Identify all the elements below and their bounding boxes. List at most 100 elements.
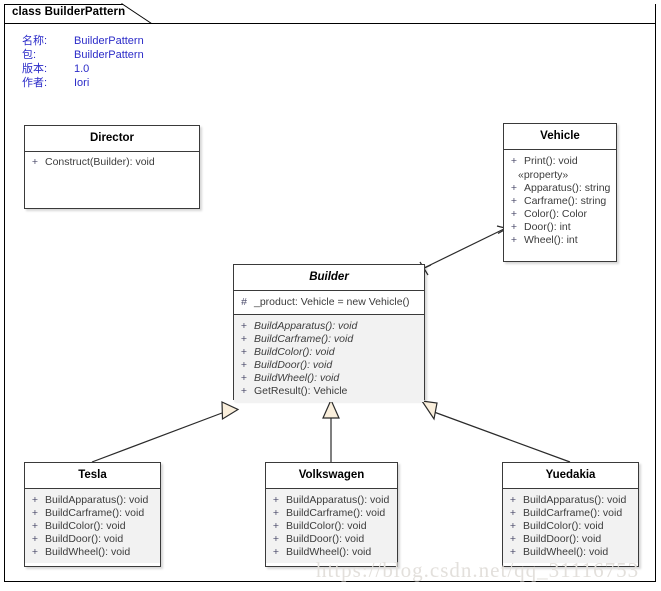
class-separator: [503, 488, 638, 489]
visibility-marker: +: [240, 372, 248, 384]
member-signature: BuildCarframe(): void: [286, 507, 386, 519]
member-signature: BuildApparatus(): void: [45, 494, 149, 506]
class-separator: [266, 488, 397, 489]
class-member: + BuildApparatus(): void: [503, 494, 638, 507]
metadata-key-author: 作者:: [22, 77, 48, 89]
metadata-value-name: BuilderPattern: [74, 35, 144, 47]
visibility-marker: +: [272, 546, 280, 558]
class-separator: [234, 290, 424, 291]
class-box-yuedakia[interactable]: Yuedakia + BuildApparatus(): void + Buil…: [502, 462, 639, 567]
visibility-marker: +: [272, 533, 280, 545]
visibility-marker: +: [240, 359, 248, 371]
member-signature: BuildDoor(): void: [286, 533, 365, 545]
member-signature: Construct(Builder): void: [45, 156, 155, 168]
class-separator: [25, 488, 160, 489]
member-signature: BuildApparatus(): void: [523, 494, 627, 506]
class-member: + Construct(Builder): void: [25, 156, 199, 169]
class-name-vehicle: Vehicle: [504, 124, 616, 149]
metadata-row-name: 名称: BuilderPattern: [22, 34, 144, 48]
class-member: + BuildWheel(): void: [25, 546, 160, 559]
visibility-marker: +: [31, 546, 39, 558]
class-member: + BuildWheel(): void: [234, 372, 424, 385]
visibility-marker: +: [510, 221, 518, 233]
member-signature: BuildApparatus(): void: [254, 320, 358, 332]
diagram-frame-tab: [4, 4, 152, 24]
class-member: # _product: Vehicle = new Vehicle(): [234, 296, 424, 309]
visibility-marker: +: [509, 494, 517, 506]
class-member: + BuildColor(): void: [503, 520, 638, 533]
class-member: + BuildApparatus(): void: [266, 494, 397, 507]
member-signature: BuildWheel(): void: [45, 546, 131, 558]
metadata-row-version: 版本: 1.0: [22, 62, 144, 76]
class-member: + Color(): Color: [504, 208, 616, 221]
visibility-marker: +: [510, 155, 518, 167]
class-name-director: Director: [25, 126, 199, 151]
class-member: + GetResult(): Vehicle: [234, 385, 424, 398]
class-name-yuedakia: Yuedakia: [503, 463, 638, 488]
member-signature: BuildWheel(): void: [523, 546, 609, 558]
class-member: + Carframe(): string: [504, 195, 616, 208]
class-name-volkswagen: Volkswagen: [266, 463, 397, 488]
diagram-frame: [4, 4, 656, 582]
class-separator: [25, 151, 199, 152]
class-member: + BuildDoor(): void: [25, 533, 160, 546]
metadata-row-author: 作者: Iori: [22, 76, 144, 90]
member-signature: BuildColor(): void: [286, 520, 367, 532]
member-signature: BuildWheel(): void: [254, 372, 340, 384]
class-separator: [504, 149, 616, 150]
metadata-row-package: 包: BuilderPattern: [22, 48, 144, 62]
class-box-director[interactable]: Director + Construct(Builder): void: [24, 125, 200, 209]
class-member: + Apparatus(): string: [504, 182, 616, 195]
diagram-title: class BuilderPattern: [12, 6, 126, 18]
member-signature: _product: Vehicle = new Vehicle(): [254, 296, 410, 308]
member-signature: Apparatus(): string: [524, 182, 611, 194]
class-separator: [234, 314, 424, 315]
metadata-value-version: 1.0: [74, 63, 90, 75]
visibility-marker: +: [240, 320, 248, 332]
visibility-marker: +: [272, 494, 280, 506]
visibility-marker: +: [31, 520, 39, 532]
visibility-marker: +: [31, 507, 39, 519]
member-signature: BuildDoor(): void: [254, 359, 333, 371]
class-box-builder[interactable]: Builder # _product: Vehicle = new Vehicl…: [233, 264, 425, 402]
operations-compartment-volkswagen: + BuildApparatus(): void + BuildCarframe…: [266, 489, 397, 563]
member-signature: Door(): int: [524, 221, 571, 233]
class-member: + BuildApparatus(): void: [25, 494, 160, 507]
visibility-marker: +: [509, 546, 517, 558]
class-member: + BuildWheel(): void: [266, 546, 397, 559]
watermark-text: https://blog.csdn.net/qq_31116753: [316, 558, 640, 582]
visibility-marker: +: [510, 195, 518, 207]
operations-compartment-builder: + BuildApparatus(): void + BuildCarframe…: [234, 315, 424, 402]
metadata-value-package: BuilderPattern: [74, 49, 144, 61]
operations-compartment-tesla: + BuildApparatus(): void + BuildCarframe…: [25, 489, 160, 563]
visibility-marker: +: [510, 234, 518, 246]
visibility-marker: +: [509, 533, 517, 545]
stereotype-property: «property»: [518, 169, 569, 181]
member-signature: BuildApparatus(): void: [286, 494, 390, 506]
operations-compartment-vehicle: + Print(): void «property» + Apparatus()…: [504, 150, 616, 251]
class-box-volkswagen[interactable]: Volkswagen + BuildApparatus(): void + Bu…: [265, 462, 398, 567]
class-box-tesla[interactable]: Tesla + BuildApparatus(): void + BuildCa…: [24, 462, 161, 567]
visibility-marker: +: [31, 533, 39, 545]
visibility-marker: +: [240, 346, 248, 358]
class-member: + BuildDoor(): void: [234, 359, 424, 372]
class-member: + BuildColor(): void: [25, 520, 160, 533]
visibility-marker: +: [509, 507, 517, 519]
class-member: + BuildApparatus(): void: [234, 320, 424, 333]
visibility-marker: +: [510, 182, 518, 194]
class-member: + BuildCarframe(): void: [266, 507, 397, 520]
visibility-marker: +: [240, 385, 248, 397]
class-member: + BuildColor(): void: [234, 346, 424, 359]
metadata-value-author: Iori: [74, 77, 90, 89]
member-signature: BuildCarframe(): void: [45, 507, 145, 519]
metadata-key-name: 名称:: [22, 35, 48, 47]
metadata-key-version: 版本:: [22, 63, 48, 75]
class-box-vehicle[interactable]: Vehicle + Print(): void «property» + App…: [503, 123, 617, 262]
class-member: + BuildDoor(): void: [266, 533, 397, 546]
class-member: + BuildColor(): void: [266, 520, 397, 533]
visibility-marker: +: [272, 520, 280, 532]
member-signature: BuildDoor(): void: [45, 533, 124, 545]
member-signature: BuildCarframe(): void: [254, 333, 354, 345]
member-signature: Carframe(): string: [524, 195, 607, 207]
